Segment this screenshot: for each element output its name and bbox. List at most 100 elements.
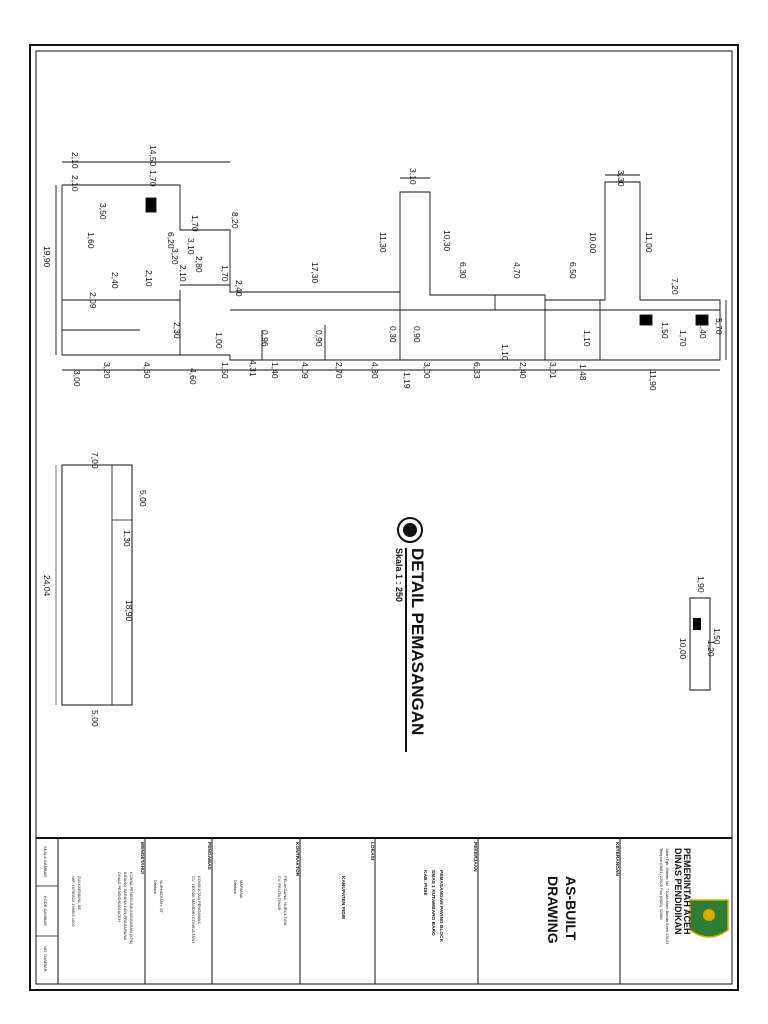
section-marker-inner (403, 523, 417, 537)
contractor-line-1: PELAKSANA: NURUL TANI (283, 876, 288, 926)
dim-label: 1,19 (402, 372, 412, 389)
bottom-dimensions: 3,00 3,20 4,60 4,60 1,50 4,31 1,40 4,09 … (72, 344, 658, 391)
dim-label: 3,30 (616, 170, 626, 187)
hatched-door (639, 314, 653, 326)
dim-label: 2,40 (518, 362, 528, 379)
dim-label: 3,10 (186, 238, 196, 255)
dim-label: 7,20 (670, 278, 680, 295)
dim-label: 3,20 (102, 362, 112, 379)
contractor-role: Direktur (233, 880, 238, 895)
dim-label: 17,30 (310, 262, 320, 284)
dim-label: 11,30 (378, 232, 388, 253)
dim-label: 10,00 (588, 232, 598, 254)
dim-label: 1,20 (706, 640, 716, 657)
dim-label: 2,10 (70, 175, 80, 192)
dim-label: 3,00 (72, 370, 82, 387)
dim-label: 1,50 (660, 322, 670, 339)
dim-label: 1,70 (190, 215, 200, 232)
contact: Telepon (0651) 22620 Fax (0651) 32386 (659, 848, 664, 920)
approver-line-3: DINAS PENDIDIKAN ACEH (117, 872, 122, 922)
label-mengetahui: MENGETAHUI (139, 842, 145, 875)
plan-c-outline (689, 597, 711, 691)
dim-label: 11,90 (648, 370, 658, 391)
approver-signatory: ZULKARNAINI, SE (77, 876, 82, 910)
inner-border (35, 50, 733, 985)
aceh-logo-icon (689, 899, 729, 938)
middle-dimensions: 19,90 2,30 1,00 0,96 0,90 0,30 0,90 1,10… (42, 246, 724, 349)
dim-label: 1,40 (270, 362, 280, 379)
dim-label: 10,00 (678, 638, 688, 660)
hatched-door (145, 197, 157, 213)
dim-label: 2,09 (88, 292, 98, 309)
dim-label: 1,70 (220, 265, 230, 282)
sheet-title-1: AS-BUILT (563, 876, 579, 941)
dim-label: 3,01 (548, 362, 558, 379)
dim-label: 6,20 (166, 232, 176, 249)
plan-c: 1,90 1,50 1,20 10,00 (678, 576, 722, 691)
plan-b-outline (61, 464, 133, 706)
dim-label: 0,30 (388, 326, 398, 343)
project-line-1: PEMASANGAN PAVING BLOCK (438, 870, 444, 943)
dim-label: 2,40 (234, 280, 244, 297)
main-site-plan (55, 161, 727, 371)
dim-label: 2,10 (70, 152, 80, 169)
dim-label: 5,00 (90, 710, 100, 727)
dim-label: 6,33 (472, 362, 482, 379)
dim-label: 8,20 (230, 212, 240, 229)
dim-label: 2,80 (194, 256, 204, 273)
dim-label: 11,00 (644, 232, 654, 253)
label-kontraktor: KONTRAKTOR (294, 842, 300, 877)
hatched-door (693, 618, 701, 630)
dim-label: 1,70 (148, 170, 158, 187)
consultant-signatory: NURHADIJAH, ST (159, 880, 164, 914)
dim-label: 19,90 (42, 246, 52, 268)
dim-label: 2,10 (144, 270, 154, 287)
top-dimensions: 2,10 2,10 14,50 1,70 8,20 3,50 1,70 6,20… (70, 145, 680, 309)
project-line-2: SMAS 1 KUTAMBARO BARO (430, 870, 436, 936)
dim-label: 3,50 (98, 203, 108, 220)
detail-title: DETAIL PEMASANGAN Skala 1 : 250 (394, 517, 427, 752)
gov-line-1: PEMERINTAH ACEH (682, 848, 692, 935)
dim-label: 4,70 (512, 262, 522, 279)
contractor-signatory: MARIANA (239, 880, 244, 899)
contractor-line-2: CV. PELITA TIMUR (277, 876, 282, 910)
dim-label: 18,90 (124, 600, 134, 622)
dim-label: 24,04 (42, 575, 52, 597)
approver-line-2: BIDANG SARANA DAN PRASARANA (123, 872, 128, 940)
label-keterangan: KETERANGAN (614, 842, 620, 876)
dim-label: 2,10 (178, 265, 188, 282)
consultant-line-1: KONSULTAN PENGAWAS (197, 876, 202, 924)
dim-label: 1,60 (86, 232, 96, 249)
dim-label: 2,70 (334, 362, 344, 379)
dim-label: 1,00 (214, 332, 224, 349)
dim-label: 4,60 (188, 368, 198, 385)
dim-label: 0,90 (314, 330, 324, 347)
dim-label: 6,50 (568, 262, 578, 279)
sheet-title-2: DRAWING (545, 876, 561, 944)
label-lokasi: LOKASI (369, 842, 375, 861)
scale-text: Skala 1 : 250 (394, 548, 404, 602)
footer-no: NO. GAMBAR (43, 946, 48, 972)
consultant-line-2: CV. TEKNIK MANDIRI CONSULTANT (191, 876, 196, 944)
section-marker-icon (397, 517, 423, 543)
location: KABUPATEN PIDIE (340, 876, 346, 920)
dim-label: 4,09 (300, 362, 310, 379)
approver-nip: NIP. 19760522 199603 1003 (71, 876, 76, 927)
dim-label: 1,70 (678, 330, 688, 347)
footer-kode: KODE GAMBAR (43, 896, 48, 926)
dim-label: 1,10 (500, 344, 510, 361)
consultant-role: Direktur (153, 880, 158, 895)
dim-label: 5,70 (714, 318, 724, 335)
address: Jalan Tgk. Malem No. 7 Kuta Alam Banda A… (665, 848, 670, 945)
dim-label: 14,50 (148, 145, 158, 167)
dim-label: 7,00 (90, 452, 100, 469)
detail-title-text: DETAIL PEMASANGAN (408, 548, 427, 735)
dim-label: 1,40 (698, 322, 708, 339)
hatched-door (695, 314, 709, 326)
dim-label: 3,10 (408, 168, 418, 185)
dim-label: 3,00 (422, 362, 432, 379)
dim-label: 4,80 (370, 362, 380, 379)
dim-label: 2,40 (110, 272, 120, 289)
approver-line-1: KUASA PENGGUNA ANGGARAN (KPA) (129, 872, 134, 945)
